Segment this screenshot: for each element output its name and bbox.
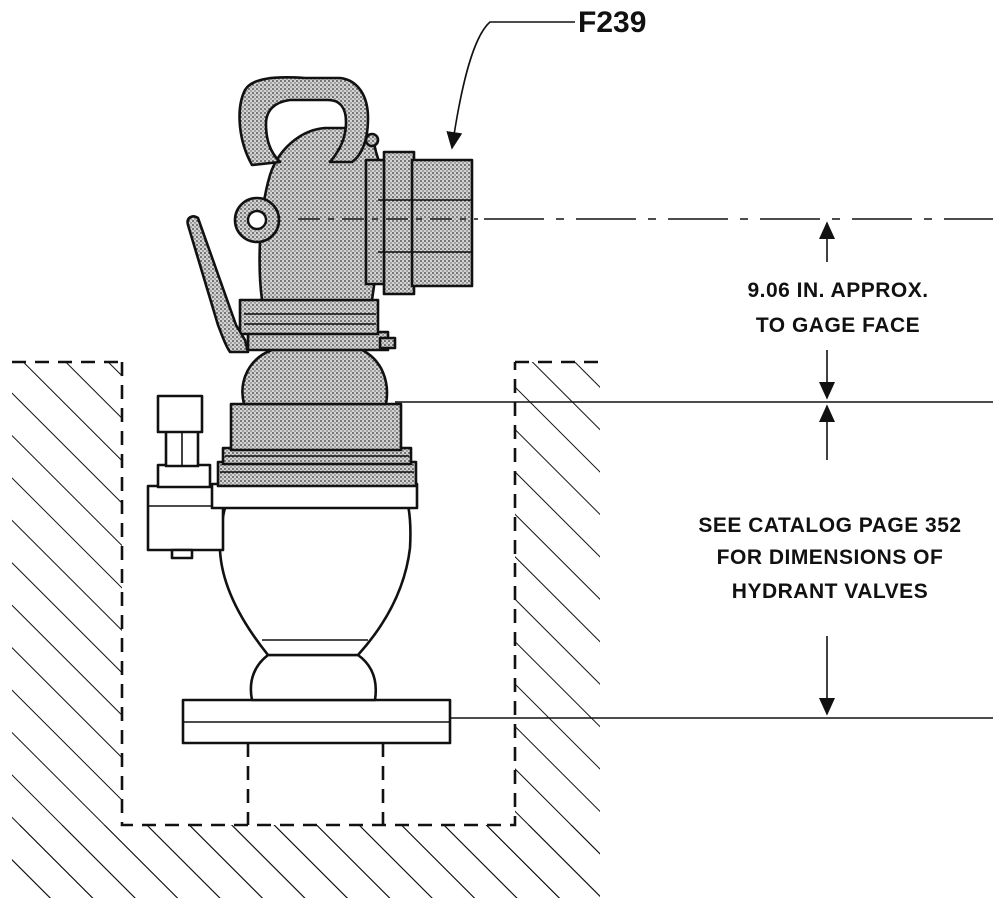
dimension-upper-line2: TO GAGE FACE [756,314,920,337]
part-leader [446,21,575,150]
dimension-lower-line3: HYDRANT VALVES [732,580,928,603]
pilot-valve-fitting [146,394,225,560]
dimension-lower-line2: FOR DIMENSIONS OF [717,546,944,569]
collar-ring [210,482,419,510]
dimension-upper-line1: 9.06 IN. APPROX. [747,279,928,302]
dimension-lower-line1: SEE CATALOG PAGE 352 [698,514,961,537]
part-number-label: F239 [578,6,646,39]
hydrant-valve-body [218,503,412,702]
coupler-assembly [186,76,478,488]
pit-outline [12,360,600,827]
